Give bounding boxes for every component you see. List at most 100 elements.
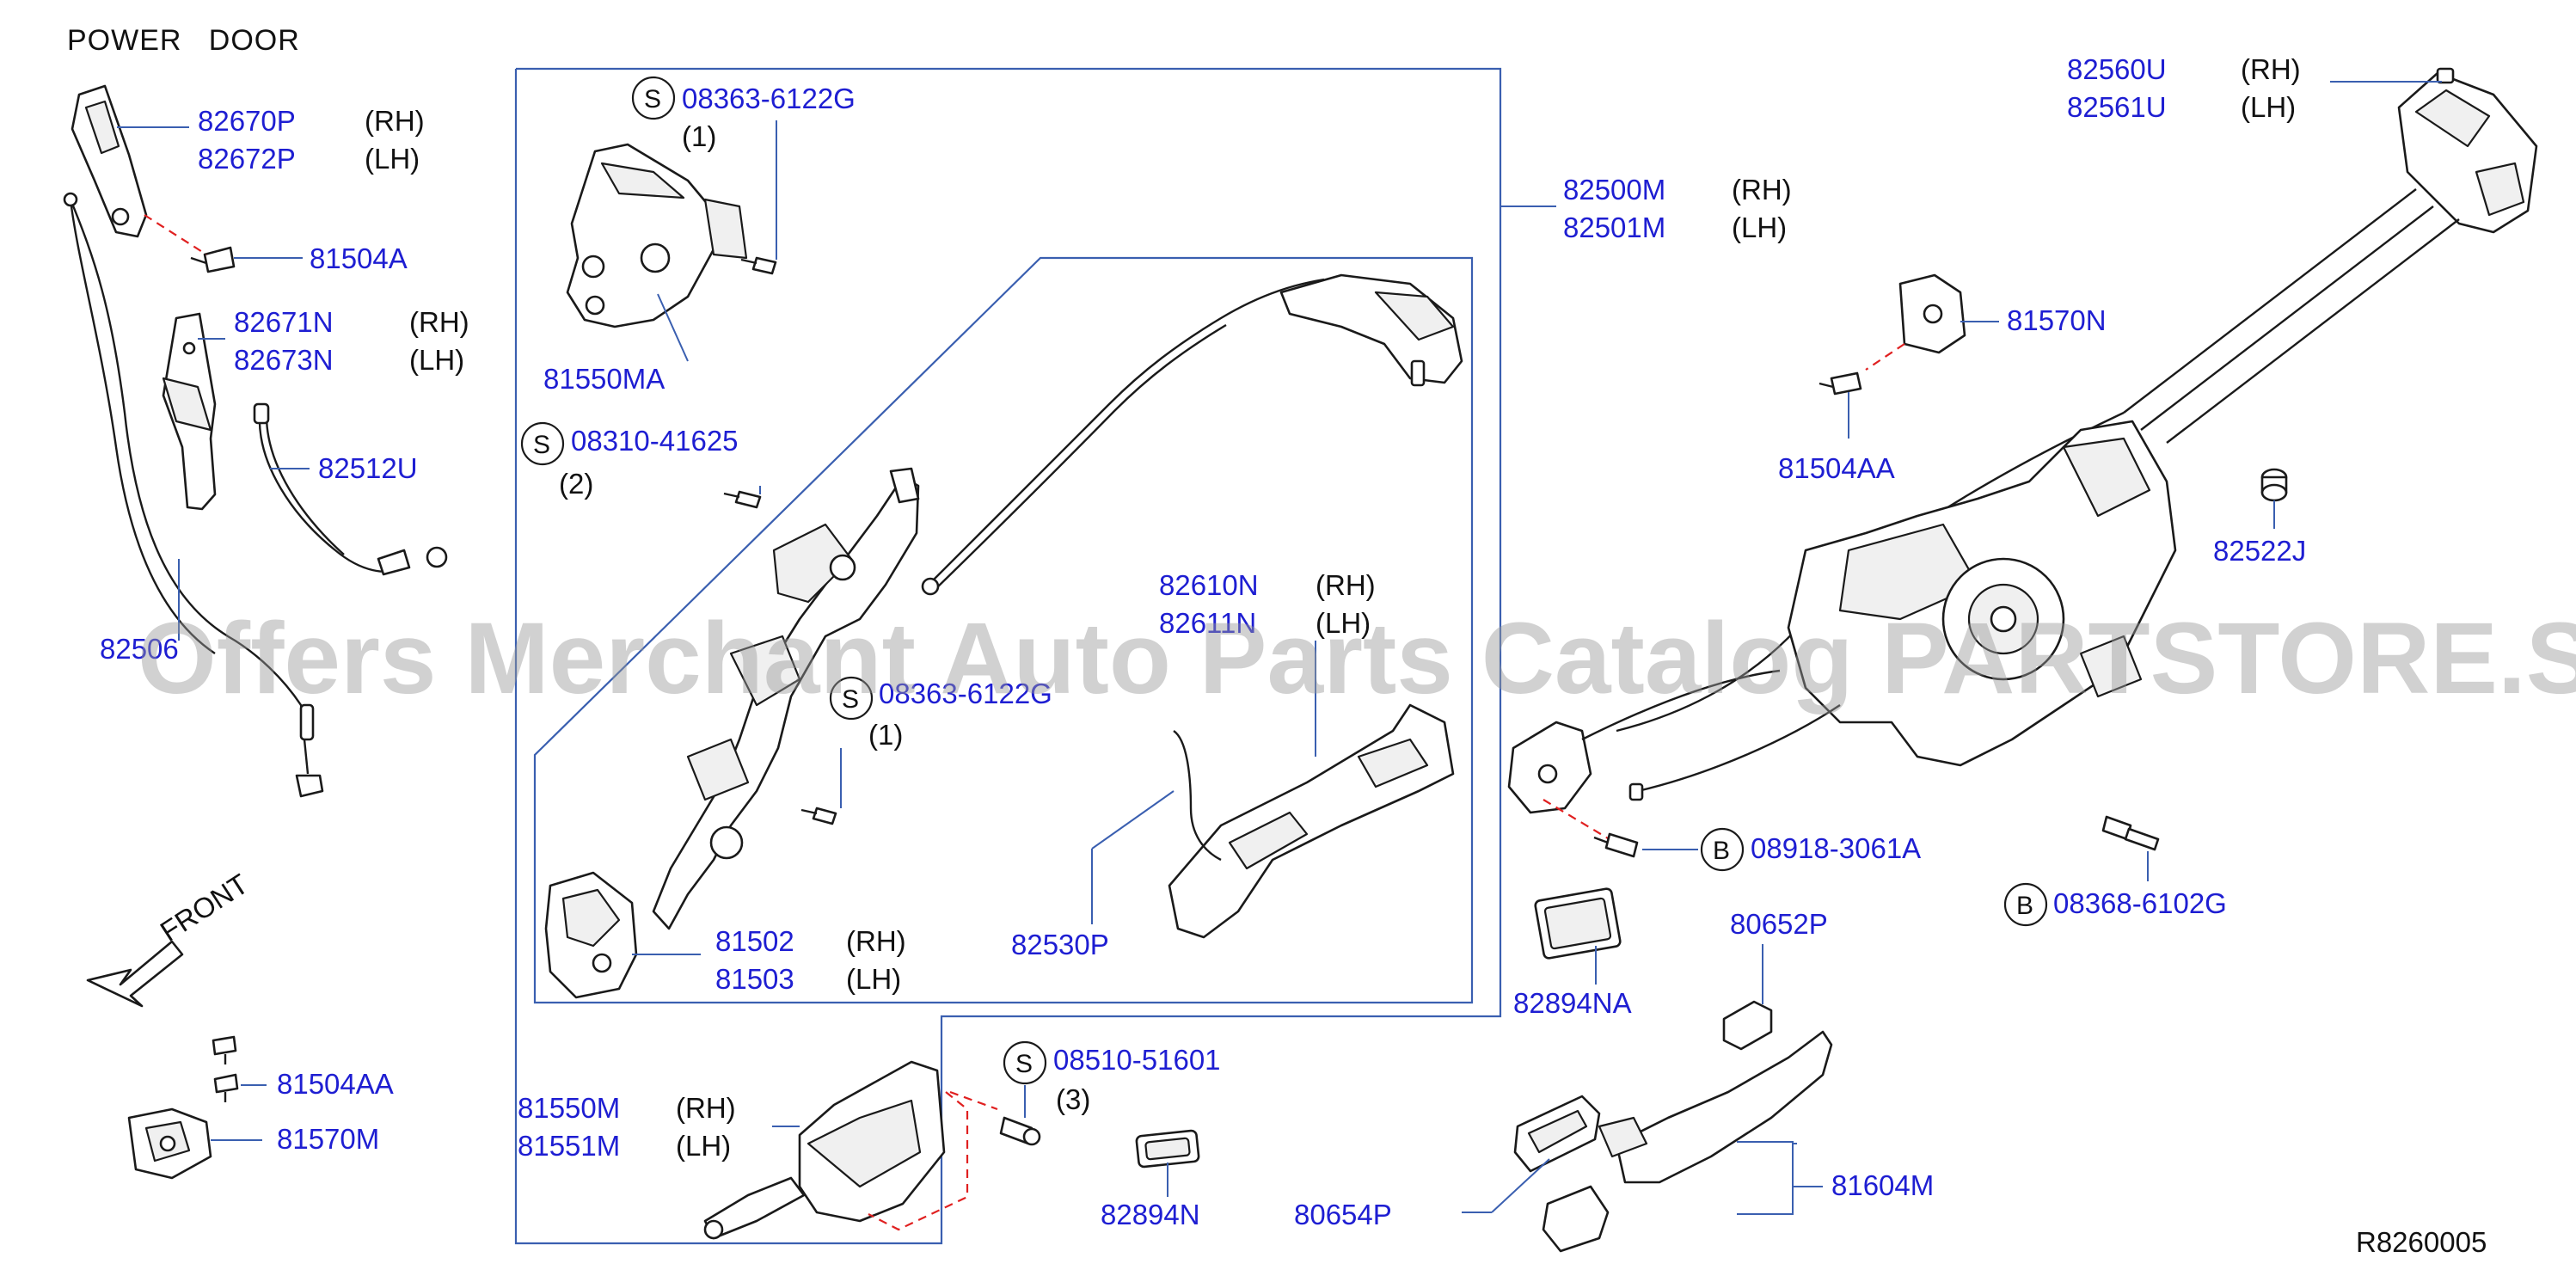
dash-81504A <box>144 214 207 255</box>
s-mark-3 <box>829 676 874 721</box>
callout-82673N[interactable]: 82673N <box>234 344 334 376</box>
callout-08918-3061A[interactable]: 08918-3061A <box>1751 832 1921 864</box>
callout-82611N[interactable]: 82611N <box>1159 607 1256 639</box>
callout-82610N[interactable]: 82610N <box>1159 569 1259 601</box>
front-arrow <box>86 940 184 1008</box>
callout-08363-6122G-a[interactable]: 08363-6122G <box>682 83 856 114</box>
rod-end-ball <box>921 577 940 596</box>
part-82530P-cable[interactable] <box>1173 730 1222 862</box>
callout-08510-51601[interactable]: 08510-51601 <box>1053 1044 1221 1076</box>
front-label: FRONT <box>155 868 254 948</box>
screw-s3 <box>800 807 837 825</box>
svg-text:B: B <box>2016 892 2033 920</box>
part-82522J-bushing[interactable] <box>2260 468 2288 502</box>
callout-82671N[interactable]: 82671N <box>234 306 334 338</box>
callout-81502[interactable]: 81502 <box>715 925 794 957</box>
callout-81504AA-left[interactable]: 81504AA <box>277 1068 394 1100</box>
callout-82670P[interactable]: 82670P <box>198 105 296 137</box>
diagram-reference: R8260005 <box>2356 1226 2487 1258</box>
dash-81570N <box>1865 343 1905 371</box>
svg-text:B: B <box>1713 837 1730 865</box>
svg-text:(1): (1) <box>868 719 903 751</box>
part-82560U-guide[interactable] <box>2397 67 2538 234</box>
svg-text:S: S <box>533 431 550 459</box>
part-81570N-striker[interactable] <box>1898 273 1966 354</box>
part-82610N-handle-bracket[interactable] <box>1168 703 1455 939</box>
callout-82522J[interactable]: 82522J <box>2213 535 2306 567</box>
svg-text:(LH): (LH) <box>409 344 464 376</box>
callout-82506[interactable]: 82506 <box>100 633 179 665</box>
svg-text:(LH): (LH) <box>1316 607 1371 639</box>
svg-text:(LH): (LH) <box>1732 212 1787 243</box>
svg-text:S: S <box>842 685 859 714</box>
part-81550M-actuator[interactable] <box>703 1060 946 1240</box>
part-81604M-handle[interactable] <box>1542 1030 1833 1253</box>
callout-81550MA[interactable]: 81550MA <box>543 363 665 395</box>
callout-82512U[interactable]: 82512U <box>318 452 418 484</box>
part-81570M-striker[interactable] <box>127 1107 212 1180</box>
part-81504A-screw[interactable] <box>190 246 236 273</box>
svg-text:(2): (2) <box>559 468 593 500</box>
screw-b1 <box>1593 832 1639 858</box>
part-82894N-pad[interactable] <box>1135 1129 1200 1169</box>
part-81504AA-screw-right[interactable] <box>1819 371 1862 396</box>
callout-82894NA[interactable]: 82894NA <box>1513 987 1632 1019</box>
svg-text:(RH): (RH) <box>846 925 906 957</box>
callout-82530P[interactable]: 82530P <box>1011 929 1109 960</box>
callout-08368-6102G[interactable]: 08368-6102G <box>2053 887 2227 919</box>
svg-text:(RH): (RH) <box>409 306 469 338</box>
part-82671N-bracket[interactable] <box>162 312 217 511</box>
svg-text:(LH): (LH) <box>676 1130 731 1162</box>
part-81502-latch[interactable] <box>544 871 638 999</box>
callout-82672P[interactable]: 82672P <box>198 143 296 175</box>
part-handle-bracket-top[interactable] <box>1279 273 1463 387</box>
callout-82501M[interactable]: 82501M <box>1563 212 1665 243</box>
callout-82561U[interactable]: 82561U <box>2067 91 2167 123</box>
part-81504AA-screws-left[interactable] <box>212 1035 239 1102</box>
diagram-title: POWER DOOR <box>67 24 300 57</box>
dash-81550M <box>868 1091 969 1231</box>
callout-81604M[interactable]: 81604M <box>1831 1169 1934 1201</box>
part-81550MA-actuator[interactable] <box>566 143 748 328</box>
inner-lock-frame <box>533 256 1474 1004</box>
screw-s2 <box>723 490 762 509</box>
callout-81570M[interactable]: 81570M <box>277 1123 379 1155</box>
lock-rod <box>928 278 1325 586</box>
s-mark-2 <box>520 421 565 466</box>
callout-82500M[interactable]: 82500M <box>1563 174 1665 206</box>
callout-81570N[interactable]: 81570N <box>2007 304 2107 336</box>
svg-text:(RH): (RH) <box>365 105 425 137</box>
callout-08363-6122G-b[interactable]: 08363-6122G <box>879 678 1052 709</box>
part-82500M-latch-body[interactable] <box>1787 420 2177 767</box>
callout-80654P[interactable]: 80654P <box>1294 1199 1392 1230</box>
part-82670P-bracket[interactable] <box>71 84 148 238</box>
b-mark-2 <box>2003 882 2048 927</box>
screw-b2 <box>2101 815 2160 851</box>
svg-text:(RH): (RH) <box>1316 569 1376 601</box>
part-82506-rod[interactable] <box>69 199 310 775</box>
svg-text:(RH): (RH) <box>1732 174 1792 206</box>
s-mark-1 <box>631 76 676 120</box>
part-80652P-cap[interactable] <box>1722 1000 1773 1051</box>
b-mark-1 <box>1700 827 1745 872</box>
svg-text:(LH): (LH) <box>2241 91 2296 123</box>
callout-81551M[interactable]: 81551M <box>518 1130 620 1162</box>
screw-s1 <box>740 256 777 275</box>
callout-82894N[interactable]: 82894N <box>1101 1199 1200 1230</box>
callout-82560U[interactable]: 82560U <box>2067 53 2167 85</box>
part-82894NA-pad[interactable] <box>1534 887 1622 960</box>
part-door-connector[interactable] <box>1507 669 1841 814</box>
callout-81550M[interactable]: 81550M <box>518 1092 620 1124</box>
part-82512U-cable[interactable] <box>253 402 448 576</box>
screw-s4 <box>999 1116 1041 1146</box>
part-80654P-escutcheon[interactable] <box>1513 1095 1601 1173</box>
dash-08918 <box>1543 799 1609 839</box>
rod-end-top <box>63 192 78 207</box>
part-lock-assembly-frame[interactable] <box>652 467 920 930</box>
svg-text:(RH): (RH) <box>676 1092 736 1124</box>
callout-08310-41625[interactable]: 08310-41625 <box>571 425 739 457</box>
callout-81504A[interactable]: 81504A <box>310 242 408 274</box>
callout-80652P[interactable]: 80652P <box>1730 908 1828 940</box>
callout-81503[interactable]: 81503 <box>715 963 794 995</box>
callout-81504AA-right[interactable]: 81504AA <box>1778 452 1895 484</box>
